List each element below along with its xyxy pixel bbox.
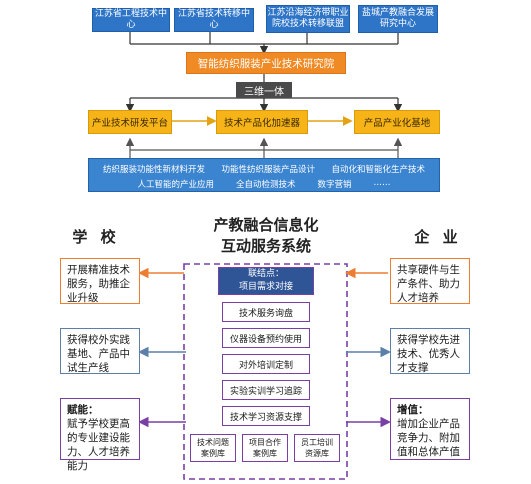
system-title-line2: 互动服务系统 xyxy=(220,236,311,255)
platform-base: 产品产业化基地 xyxy=(354,110,440,134)
school-box-practice: 获得校外实践基地、产品中试生产线 xyxy=(60,328,140,374)
center-item-service-inquiry: 技术服务询盘 xyxy=(222,302,310,322)
fields-row-2: 人工智能的产业应用 全自动检测技术 数字营销 …… xyxy=(137,178,391,190)
center-item-learning-resources: 技术学习资源支撑 xyxy=(222,406,310,426)
school-box-empower: 赋能：赋予学校更高的专业建设能力、人才培养能力 xyxy=(60,398,140,472)
source-box-engineering-center: 江苏省工程技术中心 xyxy=(92,8,170,32)
fields-bar: 纺织服装功能性新材料开发 功能性纺织服装产品设计 自动化和智能化生产技术 人工智… xyxy=(88,158,440,192)
source-box-vocational-alliance: 江苏沿海经济带职业院校技术转移联盟 xyxy=(266,5,350,33)
institute-to-platform-lines xyxy=(125,74,403,113)
system-title-line1: 产教融合信息化 xyxy=(213,215,319,234)
integration-label: 三维一体 xyxy=(236,82,292,98)
platform-rd: 产业技术研发平台 xyxy=(88,110,172,134)
library-project-cases: 项目合作案例库 xyxy=(242,434,288,462)
school-title: 学 校 xyxy=(72,227,120,246)
source-box-research-center: 盐城产教融合发展研究中心 xyxy=(358,5,438,33)
fields-feedback-lines xyxy=(125,137,403,158)
enterprise-box-support: 获得学校先进技术、优秀人才支撑 xyxy=(390,328,470,374)
library-training-resources: 员工培训资源库 xyxy=(294,434,340,462)
source-box-tech-transfer-center: 江苏省技术转移中心 xyxy=(174,8,254,32)
center-item-equipment-booking: 仪器设备预约使用 xyxy=(222,328,310,348)
school-box-service: 开展精准技术服务，助推企业升级 xyxy=(60,258,140,304)
bottom-connectors xyxy=(138,263,391,480)
top-connectors xyxy=(125,32,403,158)
center-item-training-custom: 对外培训定制 xyxy=(222,354,310,374)
platform-accelerator: 技术产品化加速器 xyxy=(216,110,308,134)
fields-row-1: 纺织服装功能性新材料开发 功能性纺织服装产品设计 自动化和智能化生产技术 xyxy=(103,165,425,175)
system-frame xyxy=(183,263,348,480)
institute-box: 智能纺织服装产业技术研究院 xyxy=(186,52,346,74)
enterprise-title: 企 业 xyxy=(414,227,462,246)
enterprise-box-share: 共享硬件与生产条件、助力人才培养 xyxy=(390,258,470,304)
center-item-project-matching: 联结点：项目需求对接 xyxy=(218,267,314,295)
center-item-learning-tracking: 实验实训学习追踪 xyxy=(222,380,310,400)
source-to-institute-lines xyxy=(129,32,399,55)
library-tech-cases: 技术问题案例库 xyxy=(190,434,236,462)
enterprise-box-value-add: 增值：增加企业产品竞争力、附加值和总体产值 xyxy=(390,398,470,460)
